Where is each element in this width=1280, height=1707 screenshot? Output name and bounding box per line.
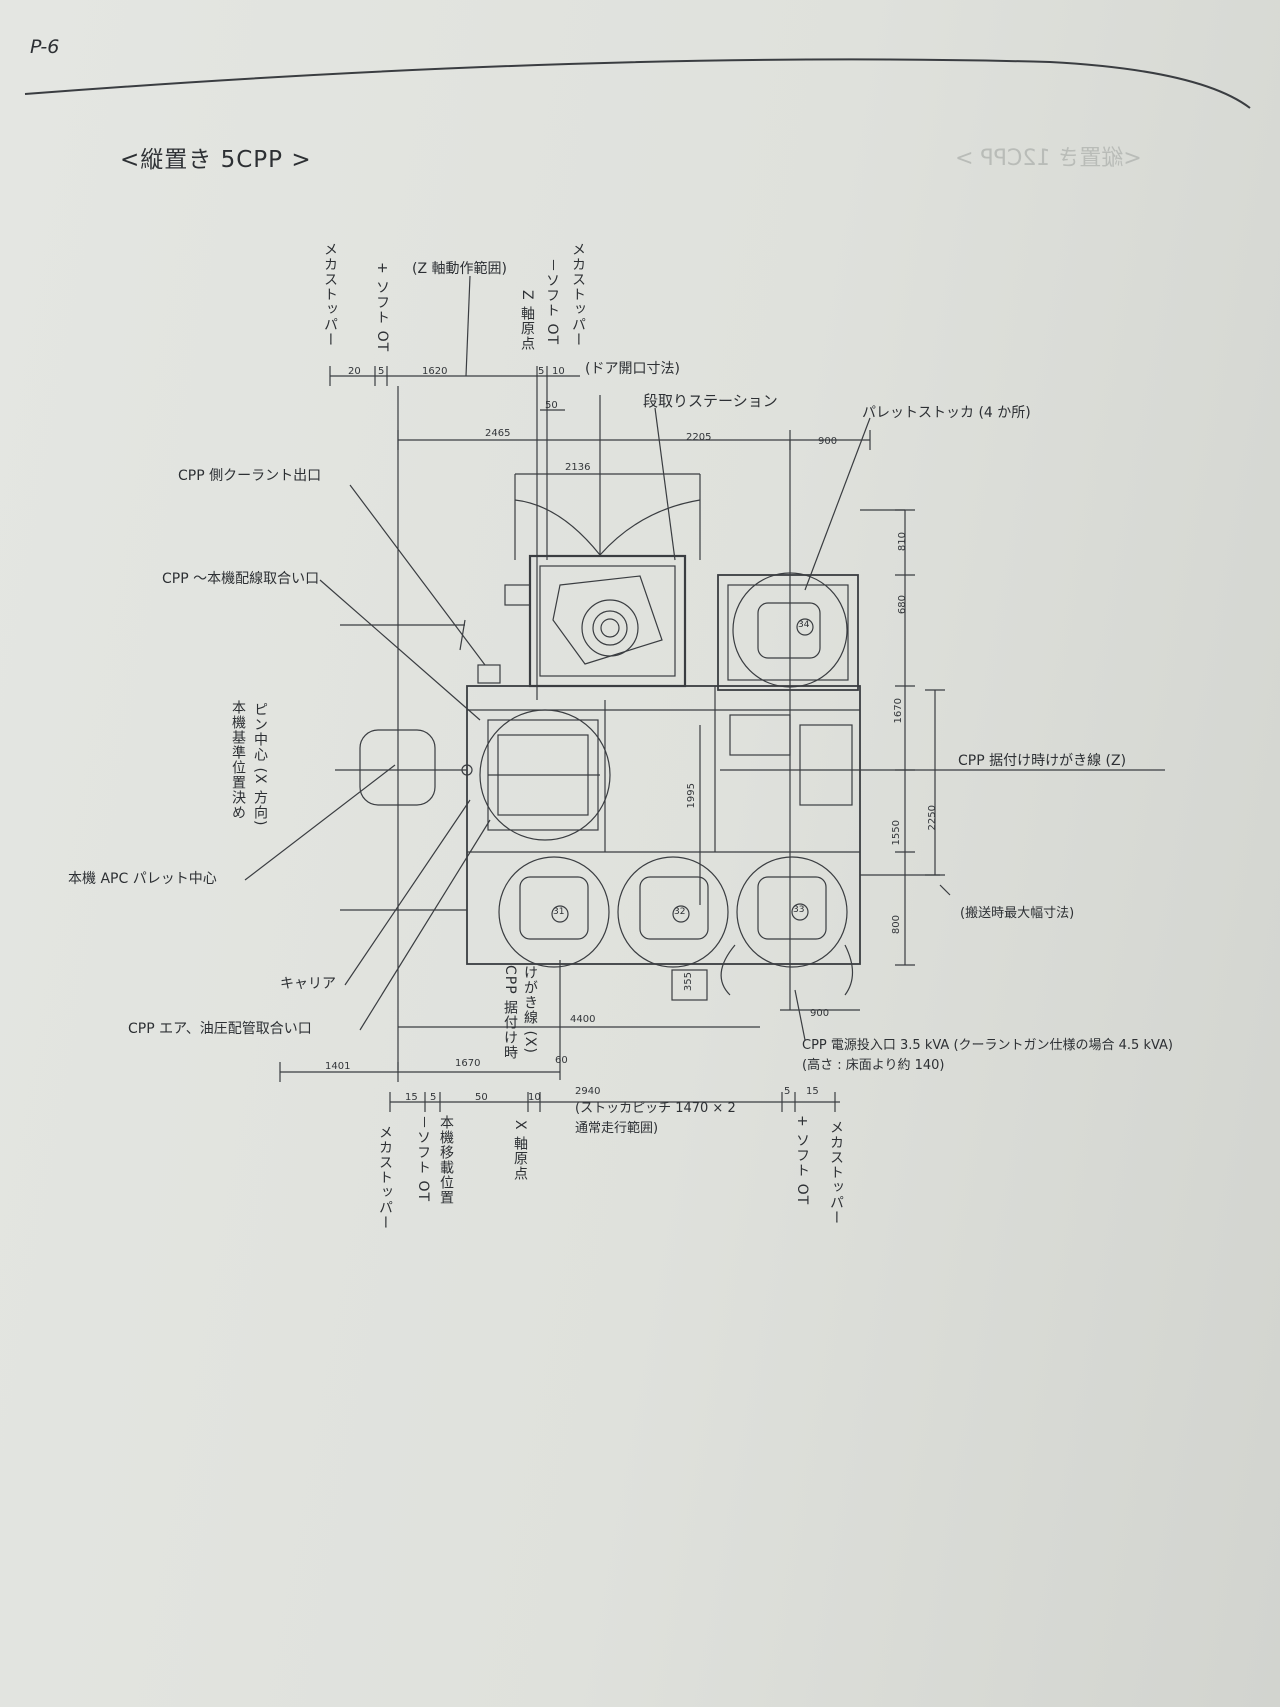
dim-bottom-50: 50 [475,1092,488,1103]
dim-top-1620: 1620 [422,366,448,377]
power-height-label: (高さ : 床面より約 140) [802,1058,945,1073]
stocker-pitch-label-2: 通常走行範囲) [575,1121,659,1136]
bottom-x-origin: X 軸原点 [512,1120,528,1182]
stocker-pitch-label-1: (ストッカピッチ 1470 × 2 [575,1101,736,1116]
z-range-label: (Z 軸動作範囲) [412,261,507,277]
dim-top-5b: 5 [538,366,545,377]
top-soft-ot-plus: + ソフト OT [374,262,390,353]
dim-bottom-15a: 15 [405,1092,418,1103]
bottom-soft-ot-plus: + ソフト OT [794,1115,810,1206]
cpp-mark-z-label: CPP 据付け時けがき線 (Z) [958,753,1127,769]
dim-bottom-5b: 5 [784,1086,791,1097]
bottom-mecha-stopper-right: メカストッパー [828,1120,844,1225]
dim-top-10: 10 [552,366,565,377]
top-z-origin: Z 軸原点 [519,290,535,352]
dim-bottom-4400: 4400 [570,1014,596,1025]
power-inlet-label: CPP 電源投入口 3.5 kVA (クーラントガン仕様の場合 4.5 kVA) [802,1038,1174,1053]
top-mecha-stopper-right: メカストッパー [570,242,586,347]
dim-center-1995: 1995 [686,783,697,809]
cpp-mark-x-label-2: けがき線 (X) [522,965,538,1054]
bottom-mecha-stopper-left: メカストッパー [377,1125,393,1230]
cpp-wiring-label: CPP ～本機配線取合い口 [162,571,320,587]
top-mecha-stopper-left: メカストッパー [322,242,338,347]
pallet-stocker-label: パレットストッカ (4 か所) [862,405,1031,421]
dim-right-800: 800 [891,915,902,935]
dim-center-355: 355 [683,972,694,992]
page-title: <縦置き 5CPP > [120,147,312,173]
dim-bottom-60: 60 [555,1055,568,1066]
cpp-air-label: CPP エア、油圧配管取合い口 [128,1021,312,1037]
dim-bottom-900: 900 [810,1008,830,1019]
station-32: 32 [674,907,686,917]
setup-station-label: 段取りステーション [643,392,778,410]
dim-top-2465: 2465 [485,428,511,439]
dim-right-810: 810 [897,532,908,552]
carrier-label: キャリア [280,976,336,992]
station-34: 34 [798,620,810,630]
base-pin-label-1: 本機基準位置決め [230,700,246,820]
dim-top-20: 20 [348,366,361,377]
transport-width-label: (搬送時最大幅寸法) [960,906,1075,921]
base-pin-label-2: ピン中心 (X 方向) [252,702,268,827]
dim-bottom-15b: 15 [806,1086,819,1097]
dim-right-1670: 1670 [893,698,904,724]
station-31: 31 [553,907,565,917]
dim-top-900: 900 [818,436,838,447]
dim-bottom-2940: 2940 [575,1086,601,1097]
cpp-coolant-label: CPP 側クーラント出口 [178,468,322,484]
dim-right-680: 680 [897,595,908,615]
dim-bottom-1401: 1401 [325,1061,351,1072]
dim-top-2205: 2205 [686,432,712,443]
bottom-transfer-position: 本機移載位置 [438,1115,454,1205]
bottom-soft-ot-minus: －ソフト OT [415,1115,431,1203]
page-number: P-6 [30,36,60,58]
dim-top-5a: 5 [378,366,385,377]
station-33: 33 [793,905,805,915]
dim-top-2136: 2136 [565,462,591,473]
dim-bottom-1670: 1670 [455,1058,481,1069]
dim-top-50: 50 [545,400,558,411]
dim-bottom-5a: 5 [430,1092,437,1103]
apc-center-label: 本機 APC パレット中心 [68,871,217,887]
door-open-label: (ドア開口寸法) [585,361,680,377]
cpp-mark-x-label-1: CPP 据付け時 [502,965,518,1061]
top-soft-ot-minus: －ソフト OT [544,258,560,346]
dim-right-1550: 1550 [891,820,902,846]
dim-bottom-10: 10 [528,1092,541,1103]
dim-right-2250: 2250 [927,805,938,831]
